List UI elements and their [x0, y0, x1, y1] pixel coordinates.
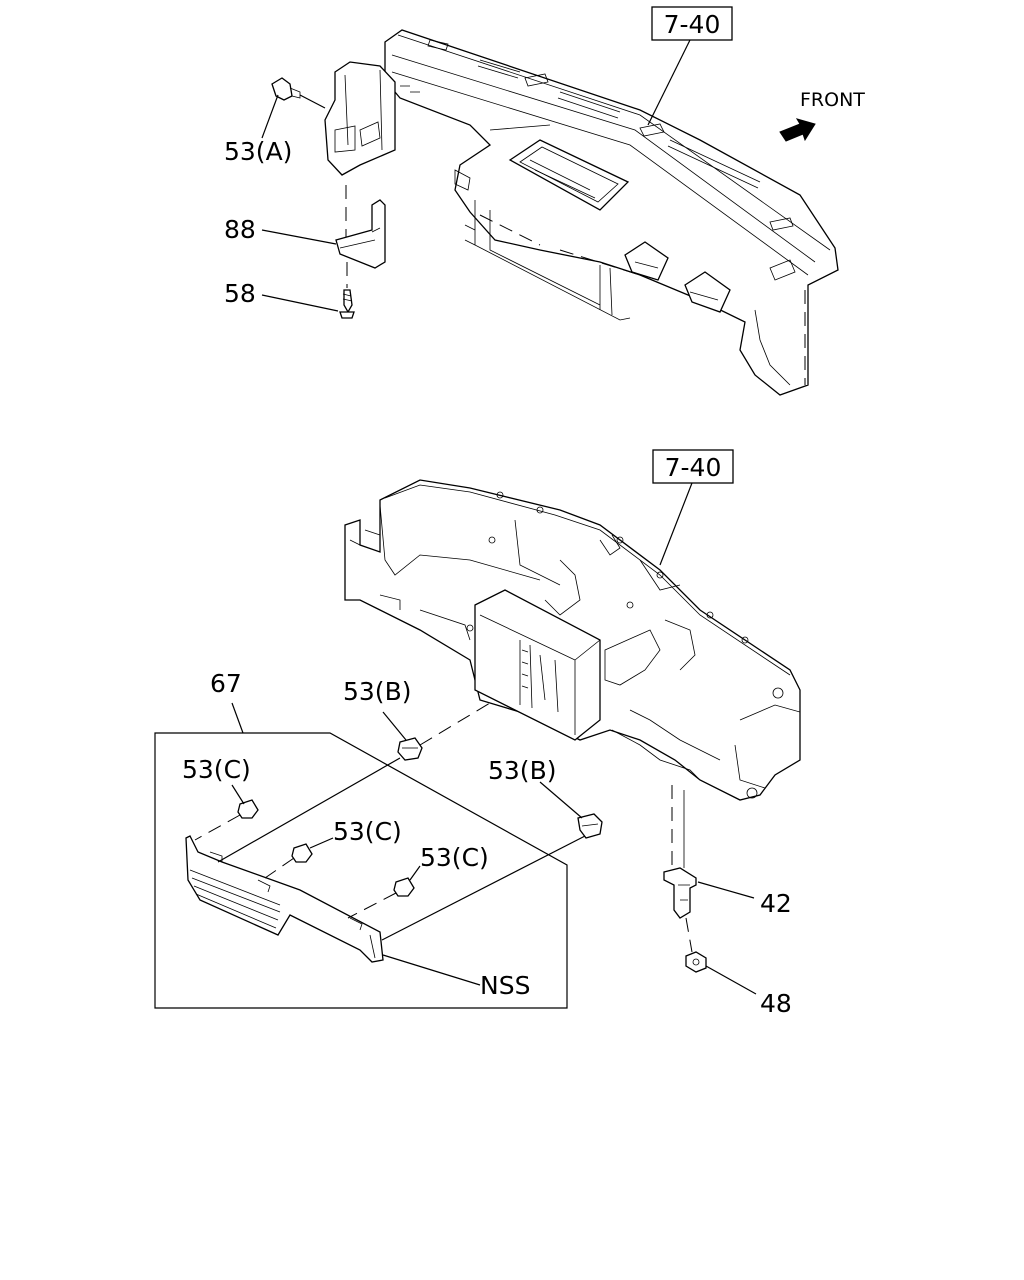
part-53c-2: 53(C): [264, 817, 402, 879]
ref-box-bottom: 7-40: [652, 449, 734, 566]
label-53c-2: 53(C): [333, 817, 402, 846]
front-arrow-icon: [779, 118, 816, 142]
part-88: 88: [224, 185, 386, 269]
part-67-group: 67: [154, 669, 568, 1009]
front-label: FRONT: [800, 89, 865, 111]
label-53c-3: 53(C): [420, 843, 489, 872]
label-53b-1: 53(B): [343, 677, 411, 706]
instrument-frame-bottom: [344, 479, 801, 801]
label-53a: 53(A): [224, 137, 292, 166]
ref-box-bottom-label: 7-40: [665, 453, 722, 482]
part-53b-2: 53(B): [381, 756, 603, 941]
label-53b-2: 53(B): [488, 756, 556, 785]
label-58: 58: [224, 279, 256, 308]
part-48: 48: [685, 917, 792, 1018]
label-67: 67: [210, 669, 242, 698]
instrument-panel-top: [324, 29, 839, 396]
front-indicator: FRONT: [779, 89, 865, 142]
lower-cover: NSS: [185, 835, 530, 1000]
label-88: 88: [224, 215, 256, 244]
ref-box-top-label: 7-40: [664, 10, 721, 39]
part-53c-1: 53(C): [182, 755, 259, 841]
ref-box-top: 7-40: [647, 6, 733, 126]
label-42: 42: [760, 889, 792, 918]
part-53c-3: 53(C): [347, 843, 489, 919]
part-53b-1: 53(B): [217, 677, 496, 863]
part-53a: 53(A): [224, 77, 326, 166]
part-58: 58: [224, 262, 355, 319]
part-42: 42: [663, 785, 792, 919]
label-53c-1: 53(C): [182, 755, 251, 784]
label-nss: NSS: [480, 971, 530, 1000]
label-48: 48: [760, 989, 792, 1018]
